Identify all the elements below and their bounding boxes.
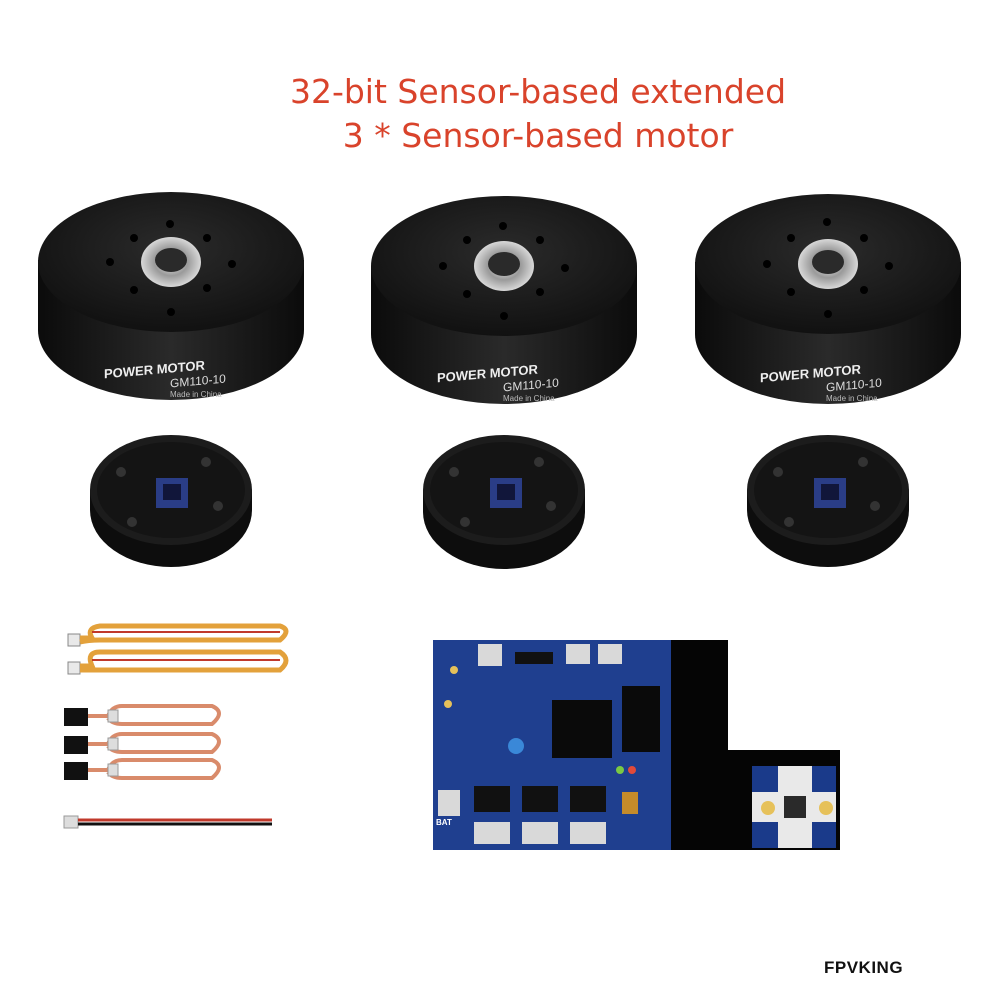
motor-2 xyxy=(371,196,637,404)
board-bat-label: BAT xyxy=(436,818,452,827)
motor-3-origin: Made in China xyxy=(826,394,878,403)
sensor-board xyxy=(752,766,836,848)
sensor-mount-3 xyxy=(747,435,909,567)
short-cable-2 xyxy=(64,732,221,754)
motor-3 xyxy=(695,194,961,404)
brand-watermark: FPVKING xyxy=(824,958,904,977)
short-cable-3 xyxy=(64,758,221,780)
motor-1 xyxy=(38,192,304,400)
sensor-mount-2 xyxy=(423,435,585,569)
power-cable xyxy=(63,815,272,829)
motor-1-origin: Made in China xyxy=(170,390,222,399)
long-cable-1 xyxy=(67,623,289,647)
controller-board xyxy=(433,640,840,850)
title-line-2: 3 * Sensor-based motor xyxy=(342,116,734,155)
short-cable-1 xyxy=(64,704,221,726)
sensor-mount-1 xyxy=(90,435,252,567)
motor-2-origin: Made in China xyxy=(503,394,555,403)
mcu-chip xyxy=(552,700,612,758)
long-cable-2 xyxy=(67,649,289,675)
title-line-1: 32-bit Sensor-based extended xyxy=(289,72,787,111)
